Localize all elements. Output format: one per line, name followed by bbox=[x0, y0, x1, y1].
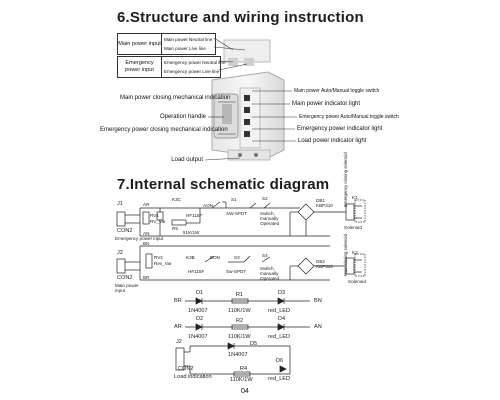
main-live-label: Main power Live line bbox=[164, 46, 206, 51]
an-label: AN bbox=[143, 231, 150, 236]
emergency-input-label: Emergency power input bbox=[115, 236, 164, 241]
br-label: BR bbox=[143, 275, 150, 280]
d3-label: D3 bbox=[278, 290, 286, 296]
d1-type: 1N4007 bbox=[188, 308, 208, 314]
k1-caption: Solenoid bbox=[344, 225, 362, 230]
db1-label: DB1 bbox=[316, 198, 325, 203]
main-solenoid-side-label: Main closing solenoid bbox=[343, 234, 348, 276]
aon-label: AON bbox=[203, 203, 213, 208]
d5-type: 1N4007 bbox=[228, 352, 248, 358]
j2-label: J2 bbox=[117, 250, 123, 256]
d4-label: D4 bbox=[278, 316, 286, 322]
d2-label: D2 bbox=[196, 316, 204, 322]
s3-label: S3 bbox=[234, 255, 240, 260]
label-emergency-indicator: Emergency power indicator light bbox=[297, 126, 383, 132]
d6-label: D6 bbox=[276, 358, 284, 364]
rv1-label: RV1 bbox=[150, 213, 159, 218]
r1-label: R1 bbox=[236, 292, 244, 298]
d5-label: D5 bbox=[250, 341, 258, 347]
d6-type: red_LED bbox=[268, 376, 291, 382]
r2-value: 110K/1W bbox=[228, 334, 251, 340]
load-indication-label: Load indication bbox=[174, 374, 212, 380]
db2-label: DB2 bbox=[316, 259, 325, 264]
main-neutral-label: Main power Neutral line bbox=[164, 37, 213, 42]
label-main-indicator: Main power indicator light bbox=[292, 101, 361, 107]
emergency-live-label: Emergency power Live line bbox=[164, 69, 220, 74]
db1-type: KBP310 bbox=[316, 203, 333, 208]
k3c-label: K3C bbox=[172, 197, 181, 202]
load-j2-type: CON2 bbox=[178, 366, 194, 372]
main-input-label: Main power input bbox=[115, 283, 139, 293]
main-power-input-box: Main power input Main power Neutral line… bbox=[117, 33, 216, 55]
k2-label: K2 bbox=[352, 250, 358, 255]
k2-caption: Solenoid bbox=[348, 279, 366, 284]
emergency-power-input-label: Emergency power input bbox=[118, 57, 162, 77]
section-7-title: 7.Internal schematic diagram bbox=[117, 176, 330, 193]
s1-type: SW-SPDT bbox=[226, 211, 248, 216]
label-load-indicator: Load power indicator light bbox=[298, 138, 367, 144]
label-main-closing: Main power closing mechanical indication bbox=[120, 95, 231, 101]
rv1-type: RV_Var bbox=[150, 219, 166, 224]
row2-right: AN bbox=[314, 324, 322, 330]
s2-caption: Switch, manually Operated bbox=[260, 211, 280, 226]
rv2-label: RV2 bbox=[154, 255, 163, 260]
r1-value: 110K/1W bbox=[228, 308, 251, 314]
row2-left: AR bbox=[174, 324, 182, 330]
bon-label: BON bbox=[210, 255, 220, 260]
section-6-title: 6.Structure and wiring instruction bbox=[117, 9, 364, 26]
s4-label: S4 bbox=[262, 253, 268, 258]
s2-label: S2 bbox=[262, 196, 268, 201]
d1-label: D1 bbox=[196, 290, 204, 296]
k1-label: K1 bbox=[352, 195, 358, 200]
label-auto-manual: Main power Auto/Manual toggle switch bbox=[294, 88, 380, 94]
emergency-neutral-label: Emergency power Neutral line bbox=[164, 60, 226, 65]
k3c-type: HF115F bbox=[186, 213, 203, 218]
emergency-solenoid-side-label: Emergency closing solenoid bbox=[343, 152, 348, 207]
rv2-type: Rev_Var bbox=[154, 261, 172, 266]
r5-value: 51K/1W bbox=[183, 230, 200, 235]
label-load-output: Load output bbox=[171, 157, 203, 163]
d3-type: red_LED bbox=[268, 308, 291, 314]
row1-right: BN bbox=[314, 298, 322, 304]
s1-label: S1 bbox=[231, 197, 237, 202]
d2-type: 1N4007 bbox=[188, 334, 208, 340]
page-number: 04 bbox=[241, 388, 249, 395]
j1-label: J1 bbox=[117, 201, 123, 207]
row1-left: BR bbox=[174, 298, 182, 304]
label-emergency-auto-manual: Emergency power Auto/Manual toggle switc… bbox=[299, 114, 399, 120]
label-operation-handle: Operation handle bbox=[159, 114, 206, 120]
load-j2-label: J2 bbox=[176, 339, 182, 345]
r2-label: R2 bbox=[236, 318, 244, 324]
j2-type: CON2 bbox=[117, 275, 133, 281]
ar-label: AR bbox=[143, 202, 150, 207]
emergency-power-input-box: Emergency power input Emergency power Ne… bbox=[117, 56, 226, 78]
db2-type: KBP310 bbox=[316, 264, 333, 269]
bn-label: BN bbox=[143, 241, 150, 246]
s4-caption: Switch, manually Operated bbox=[260, 266, 280, 281]
k3b-type: HF115F bbox=[188, 269, 205, 274]
j1-type: CON2 bbox=[117, 228, 133, 234]
k3b-label: K3B bbox=[186, 255, 195, 260]
r4-value: 110K/1W bbox=[230, 377, 253, 383]
r4-label: R4 bbox=[240, 366, 248, 372]
label-emergency-closing: Emergency power closing mechanical indic… bbox=[100, 127, 228, 133]
main-power-input-label: Main power input bbox=[118, 34, 162, 54]
d4-type: red_LED bbox=[268, 334, 291, 340]
r5-label: R5 bbox=[172, 226, 178, 231]
s3-type: Sw-SPDT bbox=[226, 269, 247, 274]
